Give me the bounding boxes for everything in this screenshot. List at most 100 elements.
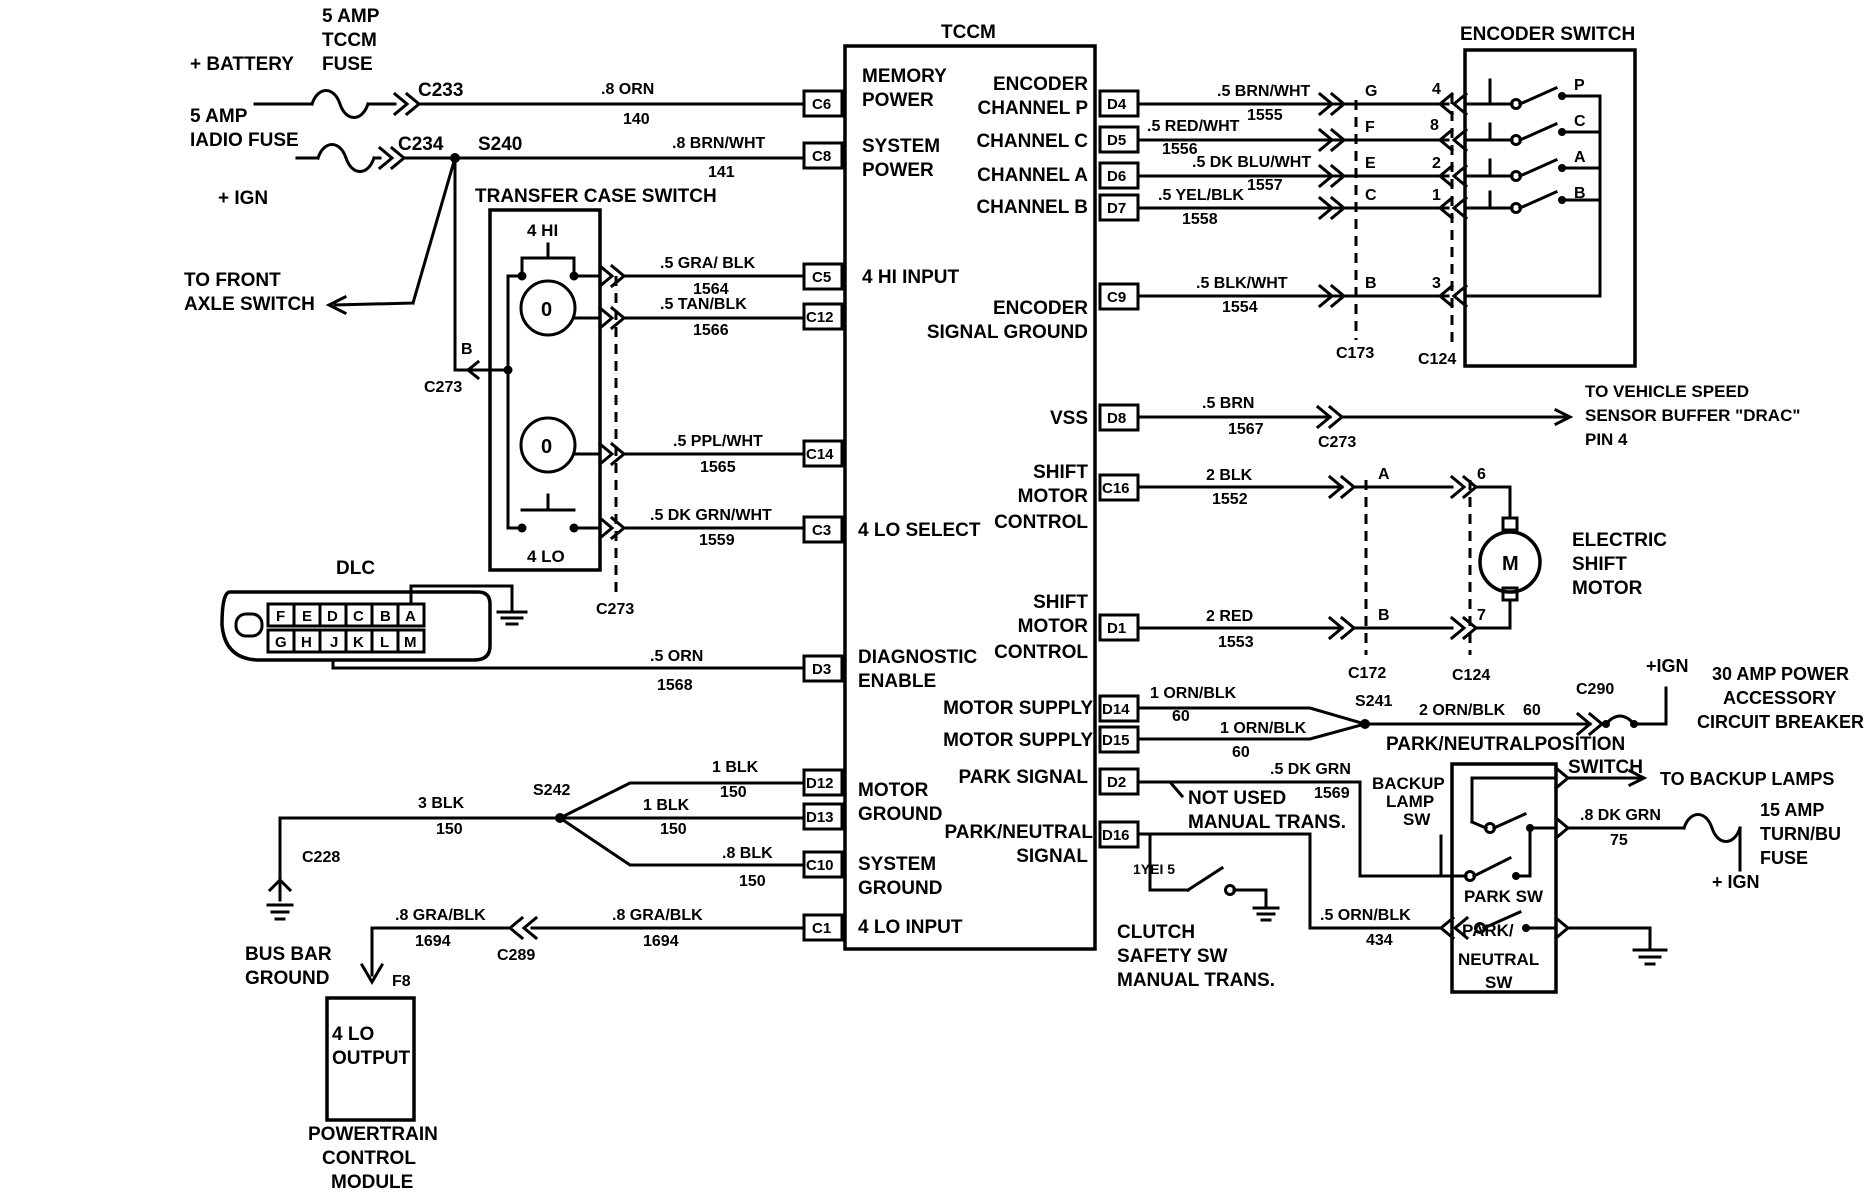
svg-text:.5 ORN: .5 ORN xyxy=(650,648,703,665)
svg-text:.8 BLK: .8 BLK xyxy=(722,845,773,862)
ground-splice: S242 C228 BUS BAR GROUND 1 BLK 150 1 BLK… xyxy=(245,759,806,989)
svg-text:1694: 1694 xyxy=(415,933,451,950)
fuse-radio-symbol xyxy=(316,143,376,173)
svg-text:S240: S240 xyxy=(478,134,522,155)
svg-text:.5 PPL/WHT: .5 PPL/WHT xyxy=(673,433,763,450)
svg-text:MEMORY: MEMORY xyxy=(862,66,947,87)
svg-text:150: 150 xyxy=(436,821,463,838)
svg-text:P: P xyxy=(1574,77,1585,94)
svg-text:1 BLK: 1 BLK xyxy=(712,759,759,776)
svg-text:.8 ORN: .8 ORN xyxy=(601,81,654,98)
svg-text:0: 0 xyxy=(541,436,552,458)
svg-text:+IGN: +IGN xyxy=(1646,656,1689,676)
svg-text:.5 DK BLU/WHT: .5 DK BLU/WHT xyxy=(1192,154,1311,171)
tccm-right-labels: ENCODER CHANNEL P CHANNEL C CHANNEL A CH… xyxy=(927,74,1094,867)
svg-text:F: F xyxy=(276,608,285,625)
svg-text:MOTOR: MOTOR xyxy=(1018,486,1089,507)
pin-c3: C3 xyxy=(812,522,831,539)
svg-text:60: 60 xyxy=(1172,708,1190,725)
svg-text:F: F xyxy=(1365,119,1375,136)
svg-text:CONTROL: CONTROL xyxy=(994,512,1088,533)
svg-text:6: 6 xyxy=(1477,466,1486,483)
svg-text:150: 150 xyxy=(660,821,687,838)
svg-text:MANUAL TRANS.: MANUAL TRANS. xyxy=(1188,812,1346,833)
svg-text:C289: C289 xyxy=(497,947,535,964)
svg-text:LAMP: LAMP xyxy=(1386,792,1434,811)
pin-c6: C6 xyxy=(812,96,831,113)
svg-text:H: H xyxy=(301,634,312,651)
svg-text:1565: 1565 xyxy=(700,459,736,476)
svg-text:MOTOR: MOTOR xyxy=(1018,616,1089,637)
svg-text:1 ORN/BLK: 1 ORN/BLK xyxy=(1220,720,1307,737)
svg-text:4 HI: 4 HI xyxy=(527,221,558,240)
svg-text:1 ORN/BLK: 1 ORN/BLK xyxy=(1150,685,1237,702)
svg-text:C: C xyxy=(1365,187,1377,204)
svg-text:S242: S242 xyxy=(533,782,570,799)
power-feed: + BATTERY 5 AMP TCCM FUSE 5 AMP IADIO FU… xyxy=(190,6,806,209)
svg-text:MANUAL TRANS.: MANUAL TRANS. xyxy=(1117,970,1275,991)
svg-text:B: B xyxy=(380,608,391,625)
svg-text:MOTOR SUPPLY: MOTOR SUPPLY xyxy=(943,698,1093,719)
svg-text:.5 DK GRN/WHT: .5 DK GRN/WHT xyxy=(650,507,772,524)
svg-text:TCCM: TCCM xyxy=(322,30,377,51)
svg-text:K: K xyxy=(353,634,364,651)
svg-text:TURN/BU: TURN/BU xyxy=(1760,824,1841,844)
pin-d16: D16 xyxy=(1102,827,1130,844)
svg-text:FUSE: FUSE xyxy=(322,54,373,75)
svg-text:NEUTRAL: NEUTRAL xyxy=(1458,950,1539,969)
pin-c1: C1 xyxy=(812,920,831,937)
svg-text:.8 GRA/BLK: .8 GRA/BLK xyxy=(612,907,703,924)
svg-text:141: 141 xyxy=(708,164,735,181)
svg-text:1556: 1556 xyxy=(1162,141,1198,158)
svg-text:A: A xyxy=(1378,466,1390,483)
motor-symbol xyxy=(1478,530,1542,594)
svg-text:1567: 1567 xyxy=(1228,421,1264,438)
svg-text:PIN 4: PIN 4 xyxy=(1585,430,1628,449)
svg-text:C273: C273 xyxy=(424,379,462,396)
svg-text:MOTOR: MOTOR xyxy=(858,780,929,801)
svg-text:ELECTRIC: ELECTRIC xyxy=(1572,530,1667,551)
connector-c273: C273 xyxy=(596,263,634,618)
svg-text:CIRCUIT BREAKER: CIRCUIT BREAKER xyxy=(1697,712,1864,732)
dlc-connector: DLC F E D C B A G H J K L xyxy=(220,558,806,694)
svg-text:ENCODER SWITCH: ENCODER SWITCH xyxy=(1460,24,1635,45)
encoder-switch: ENCODER SWITCH P C A B xyxy=(1460,24,1637,368)
fuse-turn-symbol xyxy=(1682,813,1742,843)
svg-text:1557: 1557 xyxy=(1247,177,1283,194)
svg-text:C173: C173 xyxy=(1336,345,1374,362)
svg-text:SHIFT: SHIFT xyxy=(1033,592,1088,613)
svg-text:C228: C228 xyxy=(302,849,340,866)
svg-text:B: B xyxy=(1378,607,1390,624)
svg-text:4: 4 xyxy=(1432,81,1441,98)
svg-text:CHANNEL A: CHANNEL A xyxy=(977,165,1088,186)
svg-text:.5 RED/WHT: .5 RED/WHT xyxy=(1147,118,1240,135)
svg-text:1 BLK: 1 BLK xyxy=(643,797,690,814)
svg-text:SW: SW xyxy=(1403,810,1431,829)
pin-d15: D15 xyxy=(1102,732,1130,749)
svg-text:SIGNAL: SIGNAL xyxy=(1016,846,1088,867)
svg-text:MODULE: MODULE xyxy=(331,1172,413,1193)
svg-text:2 RED: 2 RED xyxy=(1206,608,1253,625)
vss-output: .5 BRN 1567 C273 TO VEHICLE SPEED SENSOR… xyxy=(1136,382,1800,451)
pcm-output: .8 GRA/BLK 1694 .8 GRA/BLK 1694 C289 F8 … xyxy=(308,907,806,1193)
svg-text:140: 140 xyxy=(623,111,650,128)
svg-text:L: L xyxy=(380,634,389,651)
svg-text:3: 3 xyxy=(1432,275,1441,292)
svg-text:C234: C234 xyxy=(398,134,444,155)
park-neutral-switch: PARK/NEUTRALPOSITION SWITCH BACKUP LAMP … xyxy=(1372,734,1841,994)
transfer-case-switch: TRANSFER CASE SWITCH 4 HI 4 LO 0 0 xyxy=(475,186,717,572)
svg-text:GROUND: GROUND xyxy=(858,878,942,899)
svg-text:1566: 1566 xyxy=(693,322,729,339)
svg-text:4 LO SELECT: 4 LO SELECT xyxy=(858,520,981,541)
svg-text:CONTROL: CONTROL xyxy=(994,642,1088,663)
svg-text:ACCESSORY: ACCESSORY xyxy=(1723,688,1836,708)
dlc-top-row: F E D C B A xyxy=(266,602,426,628)
svg-text:.5 BLK/WHT: .5 BLK/WHT xyxy=(1196,275,1288,292)
svg-text:1554: 1554 xyxy=(1222,299,1258,316)
svg-text:SYSTEM: SYSTEM xyxy=(862,136,940,157)
svg-text:2 BLK: 2 BLK xyxy=(1206,467,1253,484)
svg-text:TO FRONT: TO FRONT xyxy=(184,270,281,291)
svg-text:ENCODER: ENCODER xyxy=(993,298,1088,319)
svg-text:POWER: POWER xyxy=(862,160,934,181)
